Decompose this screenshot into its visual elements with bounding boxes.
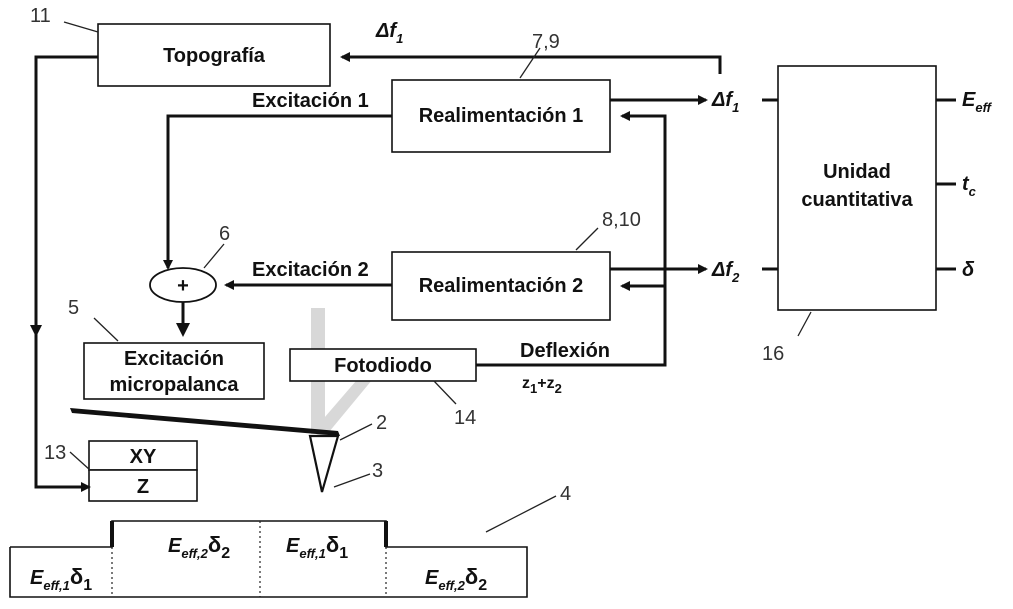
sample-profile xyxy=(9,520,528,598)
leader-7-9 xyxy=(519,47,541,79)
unidad-label-line2: cuantitativa xyxy=(801,189,913,211)
topografia-to-z-wire xyxy=(34,55,98,492)
leader-3 xyxy=(333,473,371,488)
leader-5 xyxy=(93,317,119,342)
e-eff-label: Eeff xyxy=(962,89,993,115)
tip xyxy=(308,434,340,493)
t-c-label: tc xyxy=(962,173,977,199)
excitacion2-label: Excitación 2 xyxy=(252,259,369,281)
unidad-cuantitativa-block: Unidad cuantitativa xyxy=(777,65,937,311)
ref-16: 16 xyxy=(762,343,784,365)
summer-plus: + xyxy=(177,275,189,297)
topografia-label: Topografía xyxy=(163,45,266,67)
excitacion-label-line2: micropalanca xyxy=(110,374,240,396)
left-line-arrow xyxy=(30,325,42,337)
ref-14: 14 xyxy=(454,407,476,429)
realimentacion2-block: Realimentación 2 xyxy=(391,251,611,321)
ref-2: 2 xyxy=(376,412,387,434)
excitacion1-label: Excitación 1 xyxy=(252,90,369,112)
leader-2 xyxy=(339,423,373,441)
leader-6 xyxy=(203,243,225,269)
leader-13 xyxy=(69,451,91,471)
z-label: Z xyxy=(137,476,149,498)
realimentacion1-label: Realimentación 1 xyxy=(419,105,584,127)
excitacion-label-line1: Excitación xyxy=(124,348,224,370)
deflexion-wire xyxy=(476,111,667,367)
region4-label: Eeff,2δ2 xyxy=(425,564,487,594)
realimentacion2-label: Realimentación 2 xyxy=(419,275,584,297)
z-sum-label: z1+z2 xyxy=(522,375,562,396)
region3-label: Eeff,1δ1 xyxy=(286,532,348,562)
leader-11 xyxy=(63,21,99,33)
region2-label: Eeff,2δ2 xyxy=(168,532,230,562)
leader-14 xyxy=(433,380,457,405)
fotodiodo-label: Fotodiodo xyxy=(334,355,432,377)
ref-8-10: 8,10 xyxy=(602,209,641,231)
ref-4: 4 xyxy=(560,483,571,505)
ref-13: 13 xyxy=(44,442,66,464)
ref-3: 3 xyxy=(372,460,383,482)
leader-16 xyxy=(797,311,812,337)
realimentacion1-block: Realimentación 1 xyxy=(391,79,611,153)
unidad-label-line1: Unidad xyxy=(823,161,891,183)
cantilever xyxy=(70,408,340,436)
delta-f1-to-topografia-wire xyxy=(340,52,722,74)
excitacion-micropalanca-block: Excitación micropalanca xyxy=(83,342,265,400)
z-stage: Z xyxy=(88,469,198,502)
delta-f1-top-label: Δf1 xyxy=(375,20,403,46)
ref-6: 6 xyxy=(219,223,230,245)
summing-junction: + xyxy=(149,267,217,303)
leader-4 xyxy=(485,495,557,533)
xy-stage: XY xyxy=(88,440,198,471)
fotodiodo-block: Fotodiodo xyxy=(289,348,477,382)
delta-label: δ xyxy=(962,259,975,281)
excitacion1-wire xyxy=(163,114,392,270)
ref-7-9: 7,9 xyxy=(532,31,560,53)
topografia-block: Topografía xyxy=(97,23,331,87)
deflexion-label: Deflexión xyxy=(520,340,610,362)
leader-8-10 xyxy=(575,227,599,251)
xy-label: XY xyxy=(130,446,157,468)
ref-5: 5 xyxy=(68,297,79,319)
delta-f2-label: Δf2 xyxy=(711,259,740,285)
delta-f1-label: Δf1 xyxy=(711,89,739,115)
region1-label: Eeff,1δ1 xyxy=(30,564,92,594)
ref-11: 11 xyxy=(30,5,51,27)
